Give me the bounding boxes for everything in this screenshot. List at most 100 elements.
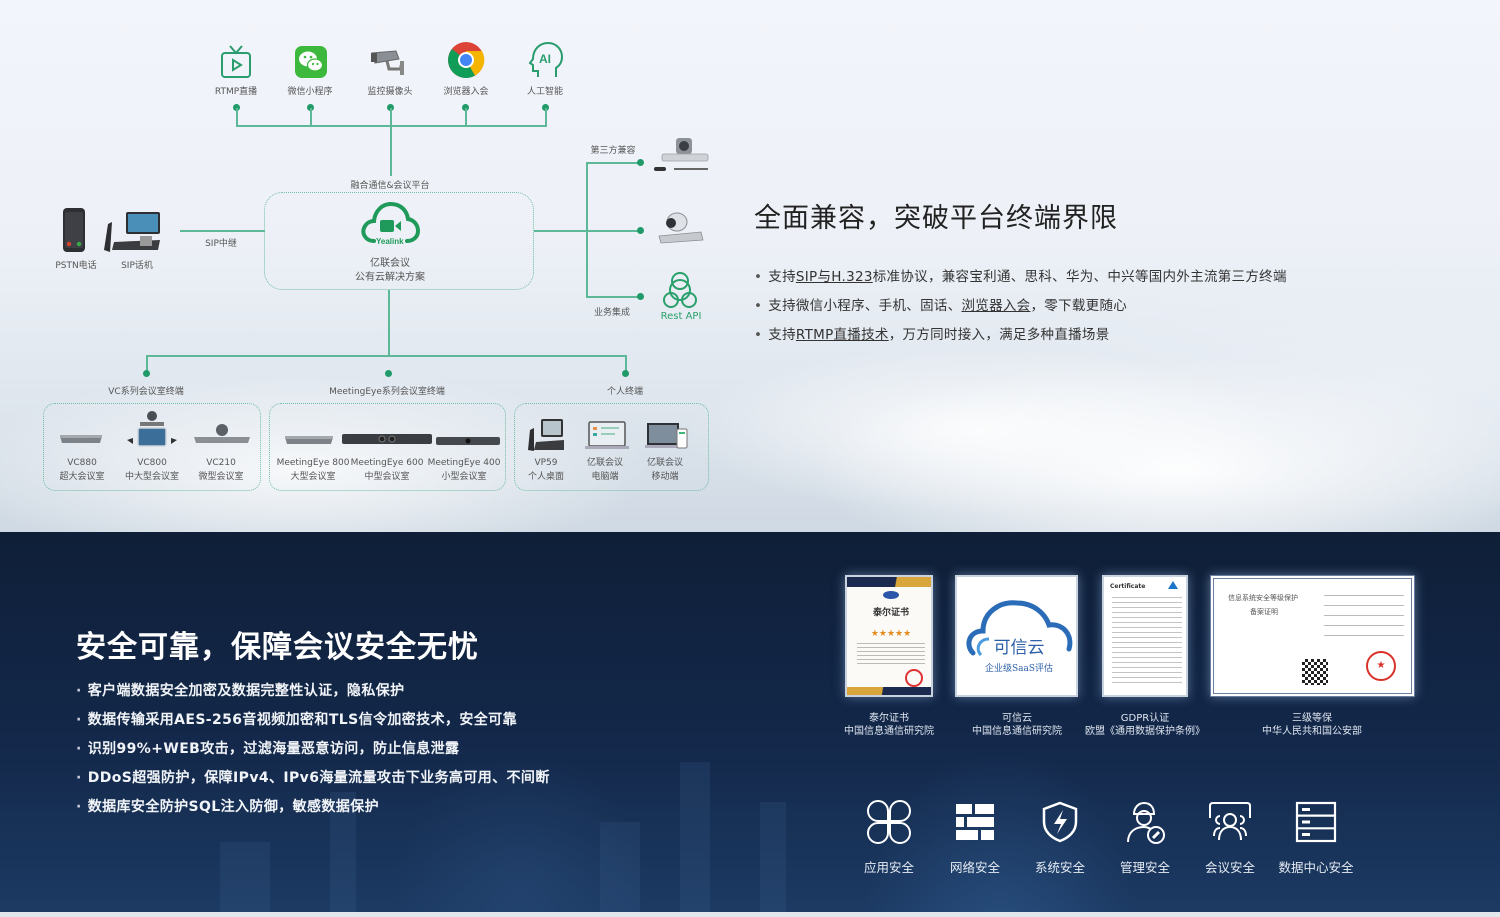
platform-caption: 融合通信&会议平台 [350, 181, 430, 191]
svg-text:AI: AI [539, 52, 551, 66]
mlps-level3-certificate-image: 信息系统安全等级保护 备案证明 ★ [1210, 575, 1415, 697]
mobile-phone-icon [62, 207, 86, 257]
connector-dot [637, 227, 644, 234]
firewall-brick-icon [953, 800, 997, 844]
third-party-label: 第三方兼容 [590, 146, 636, 156]
vc210-device-icon [192, 423, 252, 449]
meeting-people-icon [1208, 800, 1252, 844]
wechat-icon [291, 42, 331, 82]
gdpr-certificate-image: Certificate [1102, 575, 1188, 697]
svg-text:可信云: 可信云 [994, 638, 1045, 658]
connector-dot [637, 159, 644, 166]
compat-bullet: 支持微信小程序、手机、固话、浏览器入会，零下载更随心 [754, 295, 1287, 324]
group-title-vc: VC系列会议室终端 [108, 387, 184, 397]
clover-app-icon [867, 800, 911, 844]
vc800-device-icon [125, 410, 179, 454]
browser-join-link[interactable]: 浏览器入会 [961, 298, 1031, 314]
shield-lightning-icon [1038, 800, 1082, 844]
compat-title: 全面兼容，突破平台终端界限 [754, 203, 1118, 234]
compat-bullet: 支持SIP与H.323标准协议，兼容宝利通、思科、华为、中兴等国内外主流第三方终… [754, 266, 1287, 295]
svg-text:企业级SaaS评估: 企业级SaaS评估 [985, 662, 1053, 674]
sip-phone-label: SIP话机 [121, 261, 153, 271]
platform-subtitle: 公有云解决方案 [355, 272, 425, 283]
rtmp-live-link[interactable]: RTMP直播技术 [795, 327, 889, 343]
rest-api-label: Rest API [660, 311, 702, 322]
category-label-system: 系统安全 [1034, 860, 1085, 875]
vp59-device-icon [526, 418, 566, 456]
entry-label-camera: 监控摄像头 [367, 87, 413, 97]
category-label-app: 应用安全 [863, 860, 914, 875]
platform-name: 亿联会议 [370, 258, 410, 269]
sip-trunk-label: SIP中继 [205, 239, 237, 249]
security-section: 安全可靠，保障会议安全无忧 客户端数据安全加密及数据完整性认证，隐私保护 数据传… [0, 532, 1500, 912]
security-bullet: 识别99%+WEB攻击，过滤海量恶意访问，防止信息泄露 [76, 738, 550, 767]
vc-series-group [43, 403, 261, 491]
mobile-client-device-icon [645, 421, 689, 455]
group-title-personal: 个人终端 [606, 387, 643, 397]
server-rack-icon [1294, 800, 1338, 844]
yealink-cloud-logo-icon: Yealink [360, 199, 421, 251]
personal-terminal-group [514, 403, 709, 491]
desk-phone-icon [100, 210, 162, 258]
meetingeye-series-group [269, 403, 506, 491]
tv-play-icon [216, 42, 256, 82]
desktop-client-device-icon [585, 421, 629, 455]
security-bullet: 客户端数据安全加密及数据完整性认证，隐私保护 [76, 680, 550, 709]
surveillance-camera-icon [369, 42, 409, 82]
meetingeye-400-device-icon [436, 431, 500, 450]
connector-dot [143, 370, 150, 377]
engineer-wrench-icon [1123, 800, 1167, 844]
connector-dot [462, 104, 469, 111]
connector-dot [637, 293, 644, 300]
category-label-datacenter: 数据中心安全 [1278, 860, 1354, 875]
security-bullet-list: 客户端数据安全加密及数据完整性认证，隐私保护 数据传输采用AES-256音视频加… [76, 680, 550, 825]
security-bullet: DDoS超强防护，保障IPv4、IPv6海量流量攻击下业务高可用、不间断 [76, 767, 550, 796]
cert-caption-mlps: 三级等保中华人民共和国公安部 [1262, 713, 1362, 737]
integration-label: 业务集成 [593, 308, 630, 318]
page-bottom-edge [0, 912, 1500, 917]
third-party-codec-camera-icon [655, 210, 707, 250]
group-title-meetingeye: MeetingEye系列会议室终端 [329, 387, 445, 397]
svg-text:Yealink: Yealink [376, 237, 404, 246]
cert-caption-gdpr: GDPR认证欧盟《通用数据保护条例》 [1085, 713, 1205, 737]
chrome-browser-icon [446, 40, 486, 80]
connector-dot [233, 104, 240, 111]
entry-label-rtmp: RTMP直播 [214, 87, 258, 97]
cert-caption-tl: 泰尔证书中国信息通信研究院 [844, 713, 934, 737]
platform-box [264, 192, 534, 290]
tl-certificate-image: 泰尔证书 ★★★★★ [845, 575, 933, 697]
meetingeye-600-device-icon [342, 430, 432, 449]
connector-dot [307, 104, 314, 111]
ai-head-icon: AI [526, 40, 566, 80]
entry-label-ai: 人工智能 [526, 87, 563, 97]
security-bullet: 数据传输采用AES-256音视频加密和TLS信令加密技术，安全可靠 [76, 709, 550, 738]
connector-dot [622, 370, 629, 377]
sip-h323-link[interactable]: SIP与H.323 [795, 269, 873, 285]
rest-api-icon [661, 270, 699, 314]
compatibility-section: RTMP直播 微信小程序 监控摄像头 浏览器入会 AI 人工智能 融合通信&会议… [0, 0, 1500, 532]
connector-dot [542, 104, 549, 111]
connector-dot [385, 370, 392, 377]
compat-bullet: 支持RTMP直播技术，万方同时接入，满足多种直播场景 [754, 324, 1287, 353]
pstn-phone-label: PSTN电话 [55, 261, 97, 271]
device-mobile-client: 亿联会议移动端 [646, 458, 683, 482]
cert-caption-trusted-cloud: 可信云中国信息通信研究院 [972, 713, 1062, 737]
device-desktop-client: 亿联会议电脑端 [586, 458, 623, 482]
third-party-conference-camera-icon [652, 136, 710, 178]
security-title: 安全可靠，保障会议安全无忧 [76, 630, 479, 665]
compat-bullet-list: 支持SIP与H.323标准协议，兼容宝利通、思科、华为、中兴等国内外主流第三方终… [754, 266, 1287, 353]
entry-label-browser: 浏览器入会 [443, 87, 489, 97]
security-bullet: 数据库安全防护SQL注入防御，敏感数据保护 [76, 796, 550, 825]
trusted-cloud-certificate-image: 可信云 企业级SaaS评估 [955, 575, 1078, 697]
connector-dot [387, 104, 394, 111]
category-label-management: 管理安全 [1119, 860, 1170, 875]
category-label-meeting: 会议安全 [1204, 860, 1255, 875]
meetingeye-800-device-icon [282, 431, 336, 450]
